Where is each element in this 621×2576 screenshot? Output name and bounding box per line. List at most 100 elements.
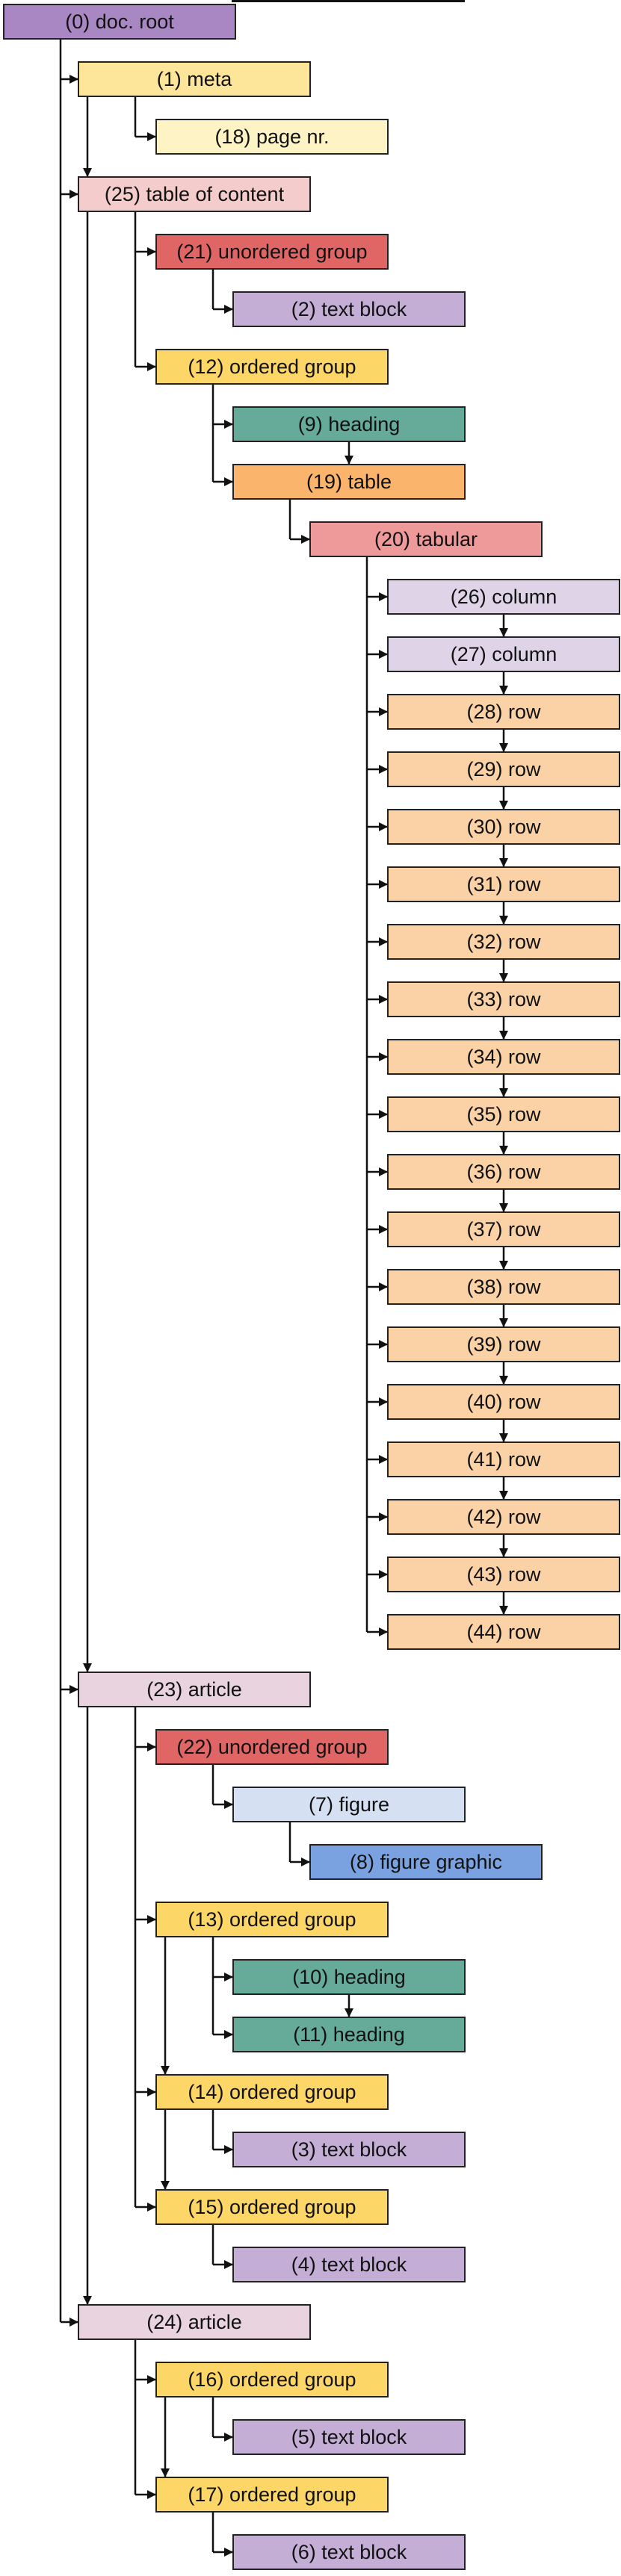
node-box-34 — [387, 1039, 620, 1075]
node-box-28 — [387, 694, 620, 730]
node-label-8: (8) figure graphic — [350, 1851, 502, 1873]
node-box-11 — [232, 2017, 466, 2052]
node-label-16: (16) ordered group — [188, 2368, 356, 2391]
node-box-3 — [232, 2132, 466, 2167]
node-box-37 — [387, 1211, 620, 1247]
node-label-24: (24) article — [146, 2311, 242, 2333]
node-34: (34) row — [387, 1039, 620, 1075]
node-38: (38) row — [387, 1269, 620, 1305]
node-label-37: (37) row — [466, 1218, 541, 1241]
node-box-26 — [387, 579, 620, 615]
node-33: (33) row — [387, 981, 620, 1017]
node-label-23: (23) article — [146, 1678, 242, 1701]
node-box-39 — [387, 1326, 620, 1362]
node-box-25 — [78, 176, 311, 212]
node-box-38 — [387, 1269, 620, 1305]
node-label-21: (21) unordered group — [176, 240, 367, 263]
node-24: (24) article — [78, 2304, 311, 2340]
node-label-11: (11) heading — [293, 2023, 405, 2046]
node-1: (1) meta — [78, 61, 311, 97]
node-label-22: (22) unordered group — [176, 1736, 367, 1758]
node-label-43: (43) row — [466, 1563, 541, 1586]
node-7: (7) figure — [232, 1787, 466, 1822]
node-label-18: (18) page nr. — [214, 125, 329, 148]
node-box-16 — [155, 2362, 389, 2397]
node-42: (42) row — [387, 1499, 620, 1535]
node-box-30 — [387, 809, 620, 845]
node-40: (40) row — [387, 1384, 620, 1420]
node-label-39: (39) row — [466, 1333, 541, 1356]
node-box-0 — [3, 4, 236, 40]
node-32: (32) row — [387, 924, 620, 960]
node-box-15 — [155, 2189, 389, 2225]
node-box-40 — [387, 1384, 620, 1420]
node-label-17: (17) ordered group — [188, 2483, 356, 2506]
node-label-41: (41) row — [466, 1448, 541, 1471]
node-box-14 — [155, 2074, 389, 2110]
node-15: (15) ordered group — [155, 2189, 389, 2225]
node-box-24 — [78, 2304, 311, 2340]
node-label-14: (14) ordered group — [188, 2081, 356, 2103]
node-9: (9) heading — [232, 406, 466, 442]
node-box-8 — [309, 1844, 543, 1880]
node-16: (16) ordered group — [155, 2362, 389, 2397]
node-box-18 — [155, 119, 389, 155]
node-label-9: (9) heading — [298, 413, 401, 435]
node-25: (25) table of content — [78, 176, 311, 212]
node-label-25: (25) table of content — [105, 183, 285, 205]
node-box-32 — [387, 924, 620, 960]
node-6: (6) text block — [232, 2534, 466, 2570]
node-22: (22) unordered group — [155, 1729, 389, 1765]
node-label-32: (32) row — [466, 931, 541, 953]
node-0: (0) doc. root — [3, 4, 236, 40]
node-label-34: (34) row — [466, 1046, 541, 1068]
node-21: (21) unordered group — [155, 234, 389, 270]
node-box-31 — [387, 866, 620, 902]
node-label-20: (20) tabular — [374, 528, 478, 550]
node-label-4: (4) text block — [291, 2253, 407, 2276]
node-label-40: (40) row — [466, 1391, 541, 1413]
node-box-35 — [387, 1096, 620, 1132]
node-36: (36) row — [387, 1154, 620, 1190]
node-43: (43) row — [387, 1557, 620, 1592]
node-box-13 — [155, 1902, 389, 1937]
node-26: (26) column — [387, 579, 620, 615]
node-box-22 — [155, 1729, 389, 1765]
node-28: (28) row — [387, 694, 620, 730]
node-box-7 — [232, 1787, 466, 1822]
node-12: (12) ordered group — [155, 349, 389, 385]
node-box-29 — [387, 751, 620, 787]
node-box-9 — [232, 406, 466, 442]
node-27: (27) column — [387, 636, 620, 672]
node-label-10: (10) heading — [292, 1966, 406, 1988]
node-label-0: (0) doc. root — [65, 10, 174, 33]
node-18: (18) page nr. — [155, 119, 389, 155]
node-box-20 — [309, 521, 543, 557]
node-8: (8) figure graphic — [309, 1844, 543, 1880]
node-box-43 — [387, 1557, 620, 1592]
node-box-19 — [232, 464, 466, 500]
node-box-10 — [232, 1959, 466, 1995]
node-label-6: (6) text block — [291, 2541, 407, 2563]
node-23: (23) article — [78, 1672, 311, 1707]
node-box-23 — [78, 1672, 311, 1707]
node-label-5: (5) text block — [291, 2426, 407, 2448]
node-35: (35) row — [387, 1096, 620, 1132]
node-box-44 — [387, 1614, 620, 1650]
node-label-15: (15) ordered group — [188, 2196, 356, 2218]
node-label-12: (12) ordered group — [188, 356, 356, 378]
node-label-2: (2) text block — [291, 298, 407, 320]
node-17: (17) ordered group — [155, 2477, 389, 2513]
node-44: (44) row — [387, 1614, 620, 1650]
node-label-42: (42) row — [466, 1506, 541, 1528]
node-label-29: (29) row — [466, 758, 541, 780]
node-5: (5) text block — [232, 2419, 466, 2455]
node-label-35: (35) row — [466, 1103, 541, 1126]
node-label-30: (30) row — [466, 816, 541, 838]
node-label-1: (1) meta — [157, 68, 233, 90]
node-box-2 — [232, 291, 466, 327]
node-30: (30) row — [387, 809, 620, 845]
node-box-6 — [232, 2534, 466, 2570]
node-29: (29) row — [387, 751, 620, 787]
